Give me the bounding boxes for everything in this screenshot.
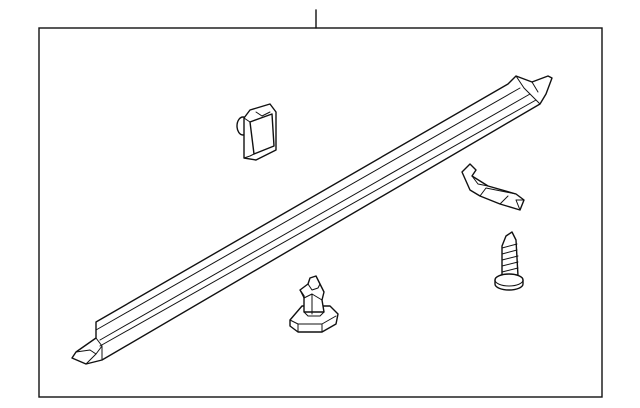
push-clip-part	[289, 275, 339, 333]
retainer-clip-part	[236, 103, 277, 161]
rocker-molding-part	[71, 75, 553, 365]
screw-part	[494, 231, 524, 291]
bracket-part	[461, 163, 525, 211]
diagram-frame	[38, 27, 603, 398]
